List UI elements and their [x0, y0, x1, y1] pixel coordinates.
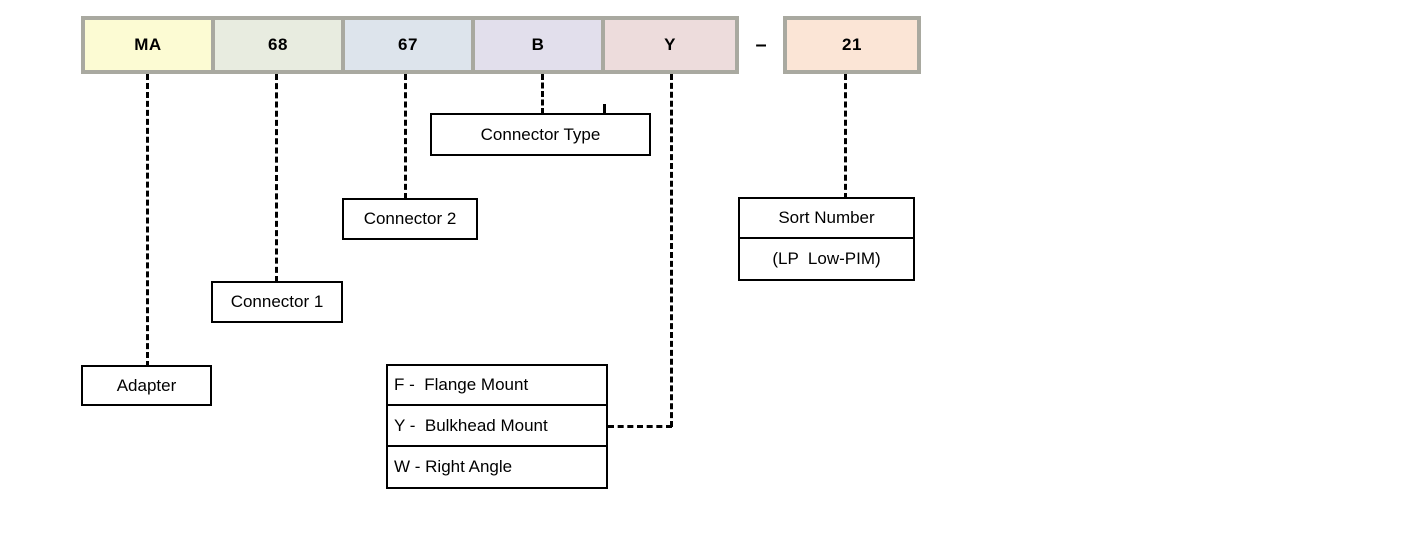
callout-sort-number[interactable]: Sort Number (LP Low-PIM) [738, 197, 915, 281]
part-number-segment-connector-1[interactable]: 68 [215, 20, 345, 70]
part-number-segment-adapter[interactable]: MA [85, 20, 215, 70]
callout-connector-type-label: Connector Type [480, 124, 601, 144]
part-number-segment-connector-2[interactable]: 67 [345, 20, 475, 70]
part-number-suffix-group: 21 [783, 16, 921, 74]
callout-mount-option-flange[interactable]: F - Flange Mount [388, 366, 606, 407]
callout-mount-options[interactable]: F - Flange Mount Y - Bulkhead Mount W - … [386, 364, 608, 489]
part-number-segment-sort-number[interactable]: 21 [787, 20, 917, 70]
leader-line-mount-horizontal [608, 425, 672, 428]
callout-mount-option-right-angle[interactable]: W - Right Angle [394, 456, 513, 476]
part-number-separator-dash: – [755, 33, 767, 56]
part-number-main-group: MA 68 67 B Y [81, 16, 739, 74]
callout-sort-number-title: Sort Number [740, 199, 913, 240]
callout-mount-option-bulkhead[interactable]: Y - Bulkhead Mount [388, 406, 606, 447]
callout-adapter[interactable]: Adapter [81, 365, 212, 406]
part-number-bar: MA 68 67 B Y – 21 [81, 16, 921, 74]
callout-adapter-label: Adapter [116, 375, 177, 395]
part-number-segment-connector-type[interactable]: B [475, 20, 605, 70]
leader-line-connector-2 [404, 74, 407, 199]
callout-connector-2[interactable]: Connector 2 [342, 198, 478, 240]
callout-sort-number-note: (LP Low-PIM) [772, 249, 881, 269]
callout-connector-1-label: Connector 1 [230, 292, 324, 311]
leader-line-adapter [146, 74, 149, 367]
leader-line-mount-vertical [670, 74, 673, 427]
callout-connector-1[interactable]: Connector 1 [211, 281, 343, 323]
leader-tick-connector-type [603, 104, 606, 114]
leader-line-connector-type [541, 74, 544, 114]
callout-connector-2-label: Connector 2 [363, 209, 457, 228]
part-number-segment-mount[interactable]: Y [605, 20, 735, 70]
leader-line-connector-1 [275, 74, 278, 282]
callout-connector-type[interactable]: Connector Type [430, 113, 651, 156]
leader-line-sort-number [844, 74, 847, 199]
